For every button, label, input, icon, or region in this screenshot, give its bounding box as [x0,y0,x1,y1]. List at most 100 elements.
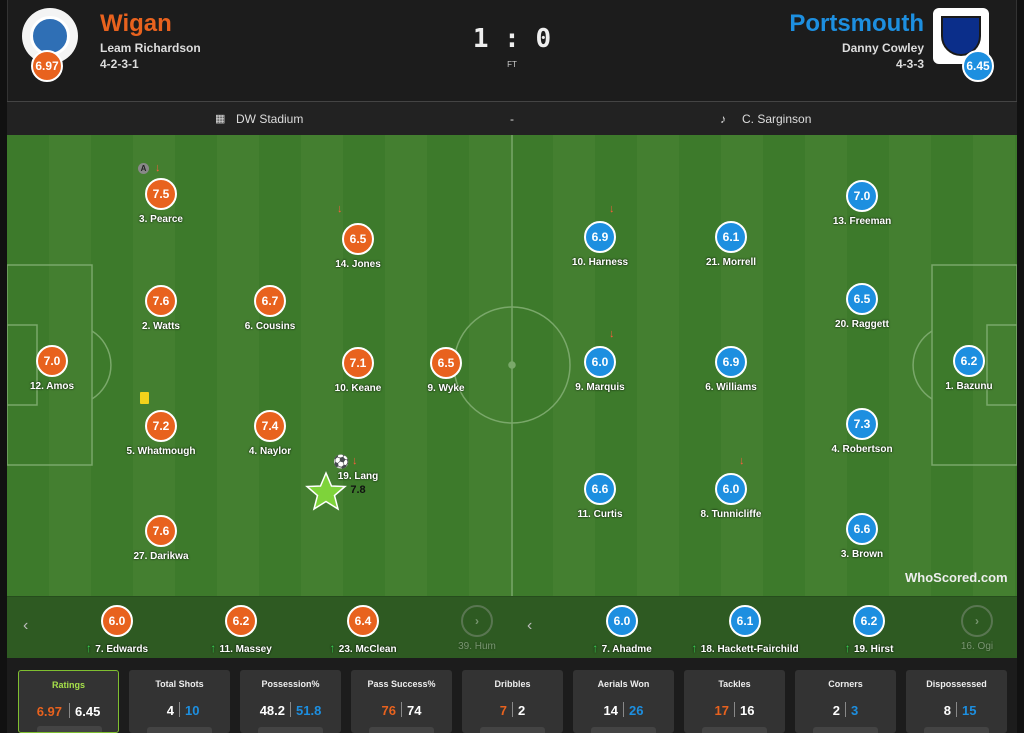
home-team-rating: 6.97 [31,50,63,82]
subbed-on-icon: ↑ [844,641,854,655]
player-rating: 7.6 [145,285,177,317]
home-team-name[interactable]: Wigan [100,10,172,37]
player-rating: 7.8 [350,484,366,496]
player-name: 7. Ahadme [601,644,652,655]
player-name: 9. Wyke [427,383,465,394]
sub-home-mcclean[interactable]: 6.4↑ 23. McClean [303,605,423,655]
home-value: 17 [714,703,729,718]
player-name: 10. Keane [334,383,382,394]
sub-away-ahadme[interactable]: 6.0↑ 7. Ahadme [562,605,682,655]
player-home-lang[interactable]: 7.8 19. Lang [303,471,413,511]
home-value: 76 [381,703,396,718]
whoscored-logo: WhoScored.com [905,570,1008,585]
player-name: 5. Whatmough [126,446,196,457]
player-rating: 7.0 [846,180,878,212]
tab-tackles[interactable]: Tackles 17 16 [684,670,785,733]
match-info-bar: ▦ DW Stadium - ♪ C. Sarginson [7,101,1017,135]
tab-label: Corners [828,679,863,689]
away-team-name[interactable]: Portsmouth [789,10,924,37]
player-rating: 6.5 [430,347,462,379]
tab-label: Possession% [261,679,320,689]
tab-label: Aerials Won [597,679,650,689]
tab-label: Tackles [718,679,751,689]
away-value: 51.8 [296,703,322,718]
player-rating: 6.9 [584,221,616,253]
player-name: 10. Harness [571,257,629,268]
subs-prev-home-icon[interactable]: ‹ [23,617,29,634]
player-name: 21. Morrell [705,257,757,268]
player-away-harness[interactable]: 6.9 10. Harness [545,221,655,268]
match-header: 6.97 Wigan Leam Richardson 4-2-3-1 6.45 … [7,0,1017,101]
away-value: 6.45 [75,704,101,719]
player-name: 4. Robertson [831,444,893,455]
player-rating: 6.5 [342,223,374,255]
subs-prev-away-icon[interactable]: ‹ [527,617,533,634]
player-away-robertson[interactable]: 7.3 4. Robertson [807,408,917,455]
tab-label: Dispossessed [926,679,987,689]
away-value: 3 [851,703,859,718]
player-name: 11. Massey [219,644,272,655]
match-status: FT [507,60,517,69]
referee-name: C. Sarginson [742,112,812,126]
player-rating: 7.6 [145,515,177,547]
chevron-right-icon: › [961,605,993,637]
home-value: 6.97 [36,704,62,719]
home-value: 14 [603,703,618,718]
sub-away-hackett-fairchild[interactable]: 6.1↑ 18. Hackett-Fairchild [685,605,805,655]
tab-label: Ratings [51,680,85,690]
player-name: 3. Brown [840,549,884,560]
player-rating: 6.2 [225,605,257,637]
sub-away-ogi[interactable]: ›16. Ogi [942,605,1012,652]
player-name: 8. Tunnicliffe [700,509,762,520]
away-value: 15 [962,703,977,718]
sub-away-hirst[interactable]: 6.2↑ 19. Hirst [809,605,929,655]
away-value: 10 [185,703,200,718]
tab-ratings[interactable]: Ratings 6.97 6.45 [18,670,119,733]
home-formation: 4-2-3-1 [100,57,139,71]
player-home-wyke[interactable]: 6.5 9. Wyke [391,347,501,394]
away-value: 74 [407,703,422,718]
player-home-jones[interactable]: 6.5 14. Jones [303,223,413,270]
player-name: 1. Bazunu [945,381,993,392]
captain-icon: A [138,163,149,174]
home-manager: Leam Richardson [100,41,201,55]
player-rating: 7.3 [846,408,878,440]
subbed-off-icon: ↓ [739,455,745,467]
sub-home-edwards[interactable]: 6.0↑ 7. Edwards [57,605,177,655]
sub-home-hum[interactable]: ›39. Hum [417,605,537,652]
player-name: 4. Naylor [248,446,292,457]
away-value: 16 [740,703,755,718]
goal-ball-icon: ⚽ [333,454,350,469]
player-name: 14. Jones [335,259,381,270]
player-name: 18. Hackett-Fairchild [700,644,799,655]
subbed-off-icon: ↓ [609,203,615,215]
sub-home-massey[interactable]: 6.2↑ 11. Massey [181,605,301,655]
subbed-off-icon: ↓ [352,455,358,467]
home-value: 7 [499,703,507,718]
